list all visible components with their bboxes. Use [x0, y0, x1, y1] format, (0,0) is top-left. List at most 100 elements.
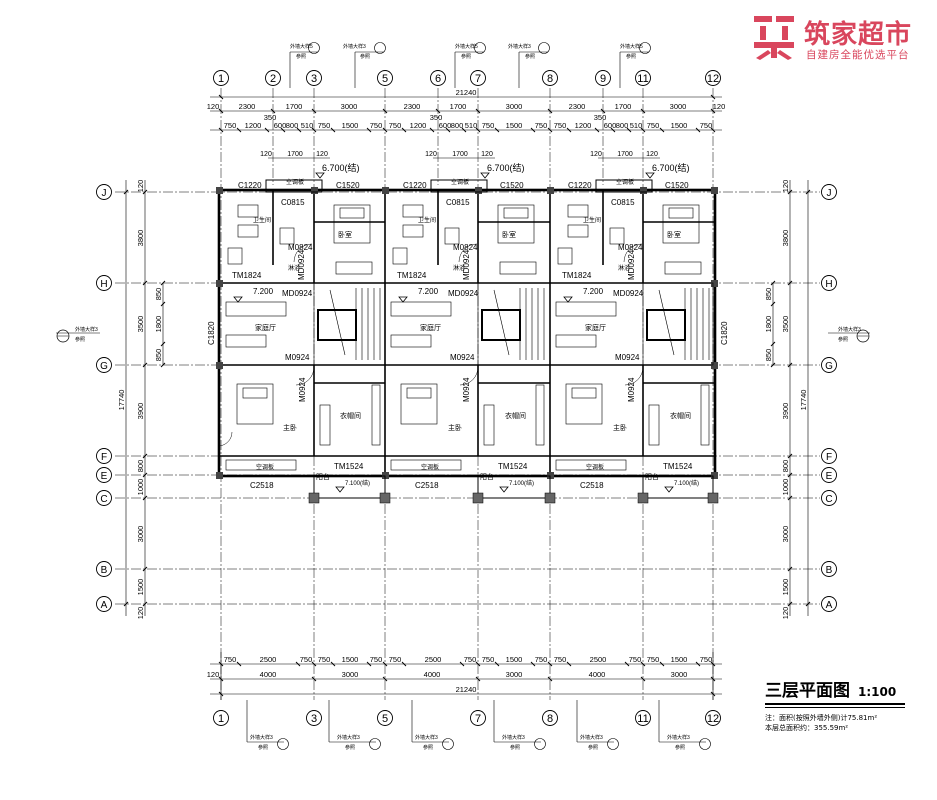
- svg-text:750: 750: [554, 121, 567, 130]
- axis-labels-left: J H G F E C B A: [100, 188, 108, 611]
- svg-text:1500: 1500: [671, 121, 688, 130]
- axis-bubbles-right: [821, 184, 837, 612]
- svg-text:主卧: 主卧: [283, 423, 297, 432]
- svg-text:家庭厅: 家庭厅: [420, 323, 441, 332]
- svg-text:750: 750: [370, 655, 383, 664]
- svg-text:3000: 3000: [341, 102, 358, 111]
- svg-text:空调板: 空调板: [451, 178, 469, 186]
- svg-text:M0924: M0924: [627, 377, 636, 402]
- svg-text:C2518: C2518: [415, 481, 439, 490]
- svg-text:参照: 参照: [838, 336, 848, 343]
- svg-text:3800: 3800: [136, 230, 145, 247]
- svg-text:600: 600: [439, 121, 452, 130]
- svg-text:1500: 1500: [506, 655, 523, 664]
- svg-text:850: 850: [764, 288, 773, 301]
- svg-text:750: 750: [629, 655, 642, 664]
- svg-text:MD0924: MD0924: [613, 289, 644, 298]
- balconies: [265, 179, 714, 499]
- svg-text:7.200: 7.200: [418, 287, 439, 296]
- svg-text:1200: 1200: [410, 121, 427, 130]
- svg-text:参照: 参照: [296, 53, 306, 60]
- svg-text:参照: 参照: [461, 53, 471, 60]
- axis-label-col: 6: [435, 73, 441, 85]
- axis-label-col: 2: [270, 73, 276, 85]
- svg-text:750: 750: [535, 655, 548, 664]
- svg-text:600: 600: [274, 121, 287, 130]
- svg-text:1500: 1500: [136, 579, 145, 596]
- svg-text:4000: 4000: [424, 670, 441, 679]
- svg-text:1700: 1700: [617, 151, 633, 158]
- svg-text:510: 510: [630, 121, 643, 130]
- svg-text:120: 120: [646, 151, 658, 158]
- axis-label-col: 5: [382, 73, 388, 85]
- stairwells: [313, 282, 714, 366]
- svg-text:1: 1: [218, 713, 224, 725]
- brand-slogan: 自建房全能优选平台: [806, 49, 910, 61]
- svg-text:7.100(结): 7.100(结): [674, 479, 699, 487]
- svg-text:H: H: [100, 279, 107, 290]
- left-dimension-lines: [125, 180, 164, 616]
- svg-text:3500: 3500: [781, 316, 790, 333]
- axis-label-col: 3: [311, 73, 317, 85]
- svg-text:淋浴: 淋浴: [453, 264, 465, 272]
- svg-text:C1220: C1220: [238, 181, 262, 190]
- svg-text:卧室: 卧室: [502, 230, 516, 239]
- svg-text:C: C: [100, 494, 107, 505]
- svg-text:3000: 3000: [671, 670, 688, 679]
- svg-text:2300: 2300: [569, 102, 586, 111]
- svg-text:120: 120: [136, 607, 145, 620]
- svg-text:3: 3: [311, 713, 317, 725]
- svg-text:空调板: 空调板: [286, 178, 304, 186]
- axis-label-col: 8: [547, 73, 553, 85]
- svg-text:1700: 1700: [287, 151, 303, 158]
- svg-text:淋浴: 淋浴: [288, 264, 300, 272]
- svg-text:750: 750: [389, 121, 402, 130]
- svg-text:M0924: M0924: [285, 353, 310, 362]
- svg-text:1700: 1700: [450, 102, 467, 111]
- svg-text:350: 350: [264, 113, 277, 122]
- svg-text:参照: 参照: [675, 744, 685, 751]
- right-dimension-text: 17740 120 3800 3500 3900 800 1000 3000 1…: [764, 180, 808, 620]
- svg-text:卫生间: 卫生间: [418, 216, 436, 224]
- svg-text:M0924: M0924: [462, 377, 471, 402]
- svg-text:C2518: C2518: [580, 481, 604, 490]
- svg-text:750: 750: [535, 121, 548, 130]
- svg-text:850: 850: [764, 349, 773, 362]
- left-dimension-ticks: [123, 189, 166, 607]
- svg-text:C1520: C1520: [665, 181, 689, 190]
- title-underline-thin: [765, 707, 905, 708]
- svg-text:M0824: M0824: [453, 243, 478, 252]
- unit-3-labels: C1220 C1520 C0815 空调板 卫生间 卧室 M0824 淋浴 TM…: [562, 178, 729, 490]
- svg-text:120: 120: [481, 151, 493, 158]
- level-triangles-top: [315, 172, 655, 179]
- svg-text:2500: 2500: [590, 655, 607, 664]
- side-callout-left: 外墙大样3 参照: [56, 326, 100, 343]
- svg-text:120: 120: [316, 151, 328, 158]
- svg-text:M0824: M0824: [288, 243, 313, 252]
- svg-text:120: 120: [207, 102, 220, 111]
- svg-text:3000: 3000: [506, 670, 523, 679]
- svg-text:1500: 1500: [671, 655, 688, 664]
- svg-text:家庭厅: 家庭厅: [255, 323, 276, 332]
- svg-text:1500: 1500: [506, 121, 523, 130]
- svg-text:750: 750: [389, 655, 402, 664]
- svg-text:7.200: 7.200: [253, 287, 274, 296]
- svg-text:600: 600: [604, 121, 617, 130]
- svg-text:1700: 1700: [452, 151, 468, 158]
- svg-text:750: 750: [370, 121, 383, 130]
- brand-mark-icon: [754, 16, 794, 60]
- svg-text:主卧: 主卧: [448, 423, 462, 432]
- axis-bubbles-left: [96, 184, 112, 612]
- svg-text:参照: 参照: [588, 744, 598, 751]
- svg-text:6.700(结): 6.700(结): [322, 162, 360, 173]
- svg-text:参照: 参照: [510, 744, 520, 751]
- svg-text:750: 750: [224, 121, 237, 130]
- svg-text:21240: 21240: [456, 685, 477, 694]
- balcony-posts: [308, 492, 719, 504]
- svg-text:C0815: C0815: [611, 198, 635, 207]
- svg-text:C0815: C0815: [446, 198, 470, 207]
- svg-text:510: 510: [301, 121, 314, 130]
- level-marks-top: 6.700(结) 6.700(结) 6.700(结): [322, 162, 690, 173]
